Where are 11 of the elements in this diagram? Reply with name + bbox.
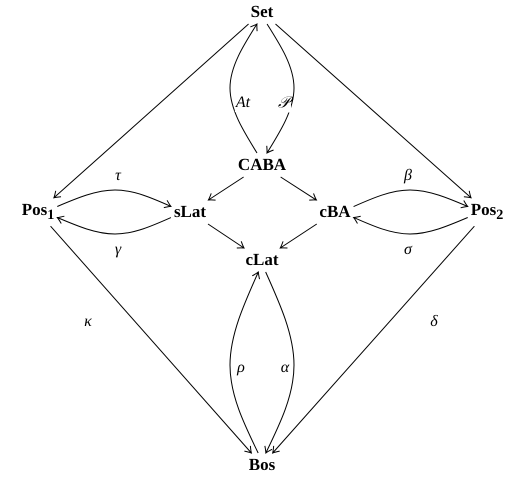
- edge-label: β: [403, 167, 413, 185]
- category-label: Pos$_{2}$: [468, 198, 506, 226]
- category-label: Set: [248, 1, 276, 23]
- category-label: sLat: [172, 201, 208, 223]
- category-label: Bos: [246, 454, 278, 476]
- edge-label: 𝒫: [277, 94, 291, 112]
- category-label: CABA: [236, 154, 288, 176]
- edge-label: At: [234, 94, 252, 112]
- category-label: cBA: [317, 201, 353, 223]
- category-label: cLat: [243, 249, 281, 271]
- category-label: Pos$_{1}$: [20, 198, 56, 226]
